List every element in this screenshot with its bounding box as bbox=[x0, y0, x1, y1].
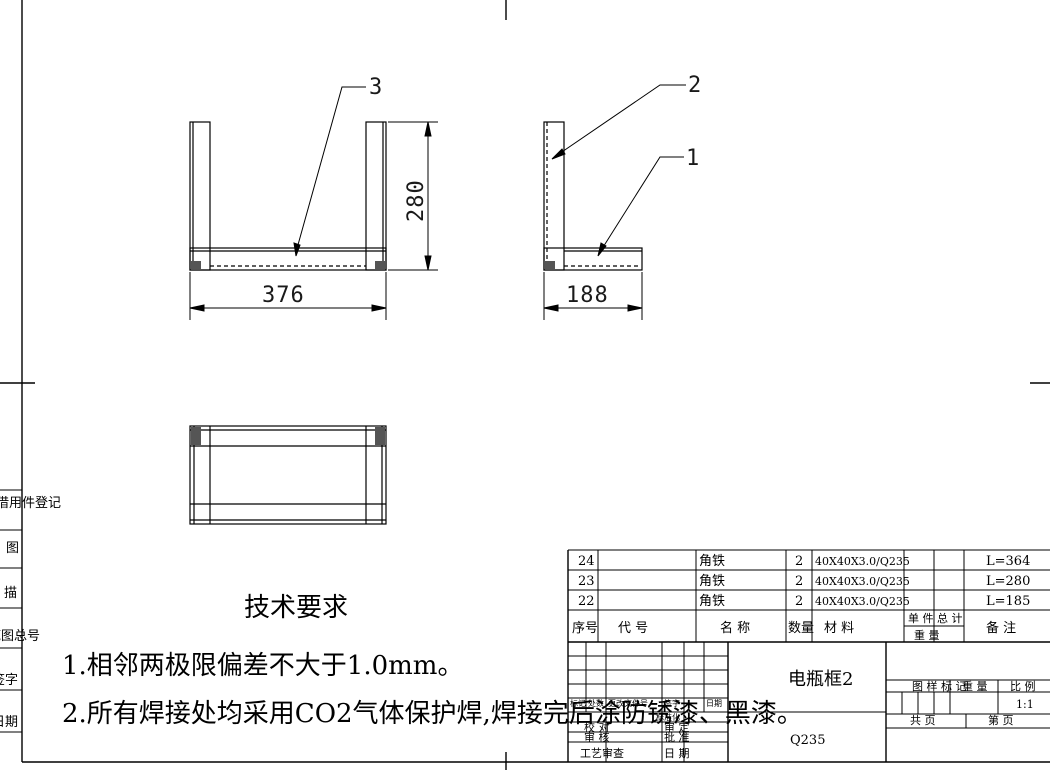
drawing-marks-label: 图 样 标 记 bbox=[912, 679, 967, 693]
bom-material: 40X40X3.0/Q235 bbox=[815, 575, 910, 588]
std-label: 标准化 bbox=[656, 712, 680, 722]
bom-remark: L=185 bbox=[986, 594, 1030, 609]
bom-rows: 24 角铁 2 40X40X3.0/Q235 L=364 23 角铁 2 40X… bbox=[578, 554, 1030, 609]
strip-registration: 借用件登记 bbox=[0, 496, 61, 511]
balloon-3: 3 bbox=[369, 75, 382, 100]
tech-req-title: 技术要求 bbox=[244, 593, 348, 623]
rev-label-change-doc: 更改文件号 bbox=[608, 698, 648, 708]
bom-row: 22 角铁 2 40X40X3.0/Q235 L=185 bbox=[578, 594, 1030, 609]
strip-drawing-no: 底图总号 bbox=[0, 628, 40, 644]
strip-signature: 签字 bbox=[0, 672, 18, 688]
sheets-total: 共 页 bbox=[910, 714, 936, 727]
leader-1 bbox=[597, 156, 684, 257]
leader-3 bbox=[293, 86, 366, 257]
strip-trace: 描 bbox=[4, 586, 17, 601]
bom-header-remark: 备 注 bbox=[986, 620, 1016, 636]
bom-header-material: 材 料 bbox=[824, 621, 854, 636]
strip-drawing: 图 bbox=[6, 541, 19, 556]
bom-no: 23 bbox=[578, 574, 595, 589]
sign-approve-final: 审 定 bbox=[664, 720, 690, 734]
sign-proofread: 校 对 bbox=[584, 720, 610, 734]
tech-req-item-1: 1.相邻两极限偏差不大于1.0mm。 bbox=[62, 651, 463, 681]
front-view bbox=[189, 121, 387, 271]
rev-label-mark: 标记 bbox=[570, 698, 586, 708]
bom-name: 角铁 bbox=[699, 554, 725, 569]
bom-no: 22 bbox=[578, 594, 595, 609]
scale-value: 1:1 bbox=[1016, 698, 1034, 711]
bom-name: 角铁 bbox=[699, 574, 725, 589]
bom-material: 40X40X3.0/Q235 bbox=[815, 555, 910, 568]
sign-review: 审 核 bbox=[584, 730, 610, 744]
bom-qty: 2 bbox=[795, 574, 803, 589]
bom-header-no: 序号 bbox=[572, 621, 598, 636]
dim-188-lines bbox=[543, 272, 643, 320]
dim-376-lines bbox=[189, 272, 387, 320]
sign-date: 日 期 bbox=[664, 747, 690, 760]
sheet-no: 第 页 bbox=[988, 713, 1014, 727]
bom-no: 24 bbox=[578, 554, 595, 569]
part-name: 电瓶框2 bbox=[788, 669, 853, 690]
balloon-1: 1 bbox=[686, 146, 699, 171]
bom-row: 24 角铁 2 40X40X3.0/Q235 L=364 bbox=[578, 554, 1030, 569]
weight-label: 重 量 bbox=[962, 679, 988, 693]
leader-2 bbox=[551, 84, 686, 160]
title-block-grid bbox=[568, 642, 1050, 762]
rev-label-count: 处数 bbox=[588, 698, 604, 708]
bom-header-name: 名 称 bbox=[720, 620, 750, 636]
rev-label-signature: 签字 bbox=[664, 698, 680, 708]
bom-material: 40X40X3.0/Q235 bbox=[815, 595, 910, 608]
bom-header-code: 代 号 bbox=[618, 621, 648, 636]
bom-remark: L=280 bbox=[986, 574, 1030, 589]
bom-name: 角铁 bbox=[699, 594, 725, 609]
scale-label: 比 例 bbox=[1010, 679, 1036, 693]
balloon-2: 2 bbox=[688, 73, 701, 98]
bom-qty: 2 bbox=[795, 554, 803, 569]
sign-process-review: 工艺审查 bbox=[580, 746, 624, 760]
dim-front-height: 280 bbox=[404, 179, 429, 222]
tech-req-item-2: 2.所有焊接处均采用CO2气体保护焊,焊接完后涂防锈漆、黑漆。 bbox=[62, 699, 803, 729]
bom-header: 序号 代 号 名 称 数量 材 料 单 件 总 计 重 量 备 注 bbox=[572, 611, 1016, 642]
side-view bbox=[543, 121, 643, 271]
rev-label-date: 日期 bbox=[706, 699, 722, 708]
bom-remark: L=364 bbox=[986, 554, 1030, 569]
bom-header-weight: 重 量 bbox=[914, 628, 940, 642]
bom-qty: 2 bbox=[795, 594, 803, 609]
top-view bbox=[189, 425, 387, 525]
strip-date: 日期 bbox=[0, 715, 18, 730]
bom-header-unit-total: 单 件 总 计 bbox=[908, 611, 963, 625]
dim-front-width: 376 bbox=[262, 283, 305, 308]
left-strip bbox=[0, 489, 22, 733]
bom-row: 23 角铁 2 40X40X3.0/Q235 L=280 bbox=[578, 574, 1030, 589]
sign-approve: 批 准 bbox=[664, 730, 690, 744]
bom-header-qty: 数量 bbox=[788, 621, 814, 636]
dim-side-width: 188 bbox=[566, 283, 609, 308]
part-material: Q235 bbox=[790, 733, 825, 748]
dim-280-lines bbox=[388, 121, 438, 271]
